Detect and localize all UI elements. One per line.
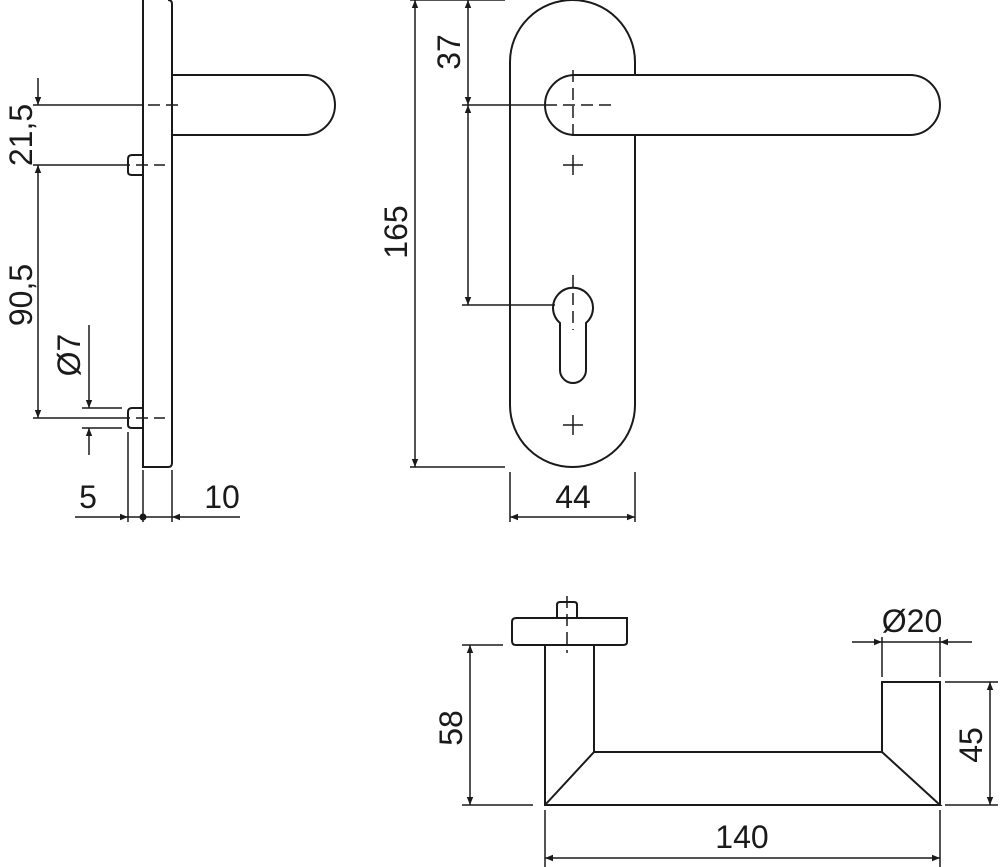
top-view: 58 45 Ø20 140 <box>433 596 998 867</box>
dim-165: 165 <box>378 205 414 258</box>
dim-5: 5 <box>79 479 97 515</box>
dim-21-5: 21,5 <box>3 104 39 166</box>
screw-marks <box>545 70 615 435</box>
dim-140: 140 <box>715 819 768 855</box>
side-view: 21,5 90,5 Ø7 5 10 <box>3 0 336 522</box>
dim-10: 10 <box>204 479 240 515</box>
dim-44: 44 <box>555 479 591 515</box>
side-backplate <box>142 0 173 468</box>
front-backplate <box>509 0 636 468</box>
dim-37: 37 <box>431 34 467 70</box>
front-lever <box>544 74 941 136</box>
dim-diameter-20: Ø20 <box>882 603 942 639</box>
keyhole-cylinder-cutout <box>552 286 594 384</box>
lever-profile <box>544 645 943 806</box>
dim-58: 58 <box>433 710 469 746</box>
dim-90-5: 90,5 <box>3 264 39 326</box>
rosette <box>511 617 628 646</box>
side-lever <box>172 74 336 136</box>
dim-45: 45 <box>953 727 989 763</box>
dim-diameter-7: Ø7 <box>51 334 87 377</box>
reference-dot <box>139 513 147 521</box>
front-view: 165 37 44 <box>378 0 941 522</box>
